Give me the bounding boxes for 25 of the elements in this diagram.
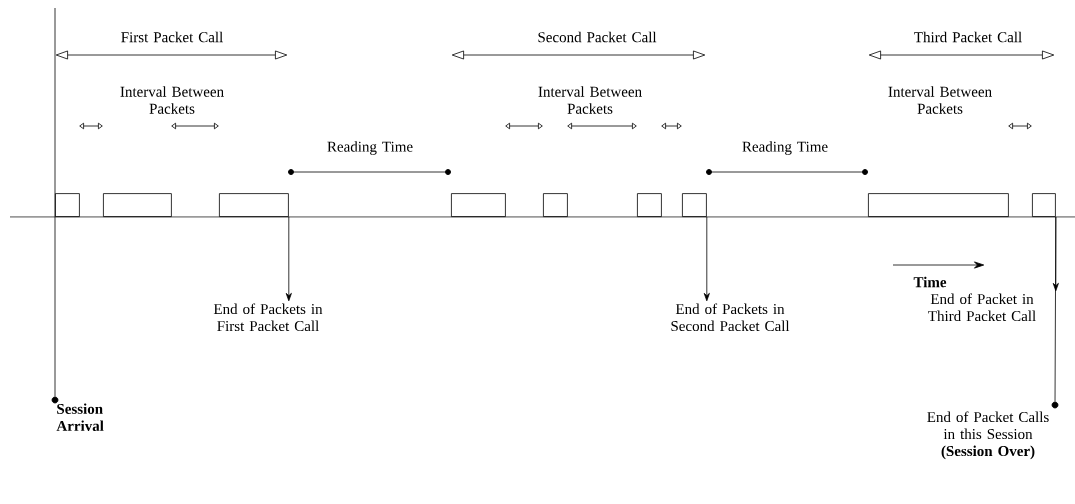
span-label: Second Packet Call bbox=[538, 31, 657, 43]
span-label: First Packet Call bbox=[121, 31, 223, 43]
packet-box bbox=[219, 193, 289, 217]
annotation-text: End of Packets in Second Packet Call bbox=[671, 303, 790, 332]
leader-arrow bbox=[285, 216, 292, 302]
annotation-text: Session Arrival bbox=[56, 403, 104, 431]
packet-box bbox=[868, 193, 1009, 217]
interval-label: Interval Between Packets bbox=[538, 86, 642, 114]
interval-label: Interval Between Packets bbox=[120, 86, 224, 114]
packet-box bbox=[543, 193, 568, 217]
annotation-text: End of Packets in First Packet Call bbox=[213, 303, 323, 332]
packet-box bbox=[55, 193, 80, 217]
packet-box bbox=[637, 193, 662, 217]
reading-time-label: Reading Time bbox=[742, 141, 828, 155]
packet-box bbox=[682, 193, 707, 217]
interval-label: Interval Between Packets bbox=[888, 86, 992, 114]
packet-box bbox=[103, 193, 172, 217]
reading-time-label: Reading Time bbox=[327, 141, 413, 155]
annotation-text: End of Packet Calls in this Session (Session Over) bbox=[927, 411, 1049, 460]
span-label: Third Packet Call bbox=[914, 31, 1022, 43]
annotation-text: End of Packet in Third Packet Call bbox=[928, 293, 1036, 322]
leader-arrow bbox=[703, 216, 710, 302]
packet-box bbox=[451, 193, 506, 217]
time-label: Time bbox=[913, 276, 947, 288]
packet-box bbox=[1032, 193, 1056, 217]
